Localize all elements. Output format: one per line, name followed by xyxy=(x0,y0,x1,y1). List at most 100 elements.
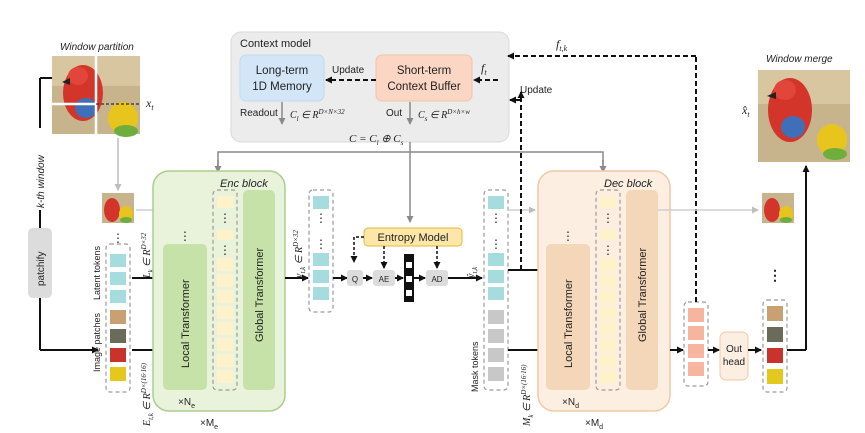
dec-global-label: Global Transformer xyxy=(637,248,649,342)
cs-main: C xyxy=(418,110,425,121)
xt-main: x xyxy=(145,96,152,110)
y-col-ellipsis-1: ⋮ xyxy=(315,211,327,225)
ae-label: AE xyxy=(379,275,390,284)
dec-local-transformer xyxy=(546,244,590,390)
mk-formula: Mk ∈ RD×(16·16) xyxy=(520,364,535,427)
ft-sub: t xyxy=(484,68,487,77)
short-term-label-1: Short-term xyxy=(397,65,451,77)
out-label: Out xyxy=(386,108,402,119)
dec-block-title: Dec block xyxy=(604,178,653,190)
c-eq-part1: C = C xyxy=(349,133,377,145)
mask-token xyxy=(488,348,504,362)
output-ellipsis: ⋮ xyxy=(768,267,782,283)
c-equation: C = Cl ⊕ Cs xyxy=(349,133,404,147)
window-merge-label: Window merge xyxy=(766,54,833,65)
reconstructed-crop-thumbnail xyxy=(762,193,794,223)
enc-output: ⋮ ⋮ yt,k ∈ RD×32 xyxy=(285,189,334,313)
dec-output: ft,k Out head ⋮ xyxy=(507,37,810,393)
dec-update-label: Update xyxy=(520,85,553,96)
kth-window-label: k-th window xyxy=(36,154,47,208)
latent-tokens-label: Latent tokens xyxy=(92,245,102,300)
latent-token xyxy=(110,272,126,285)
dec-local-ellipsis: ⋮ xyxy=(562,229,574,243)
yhat-formula: ŷt,k xyxy=(466,266,479,279)
dec-nd-label: ×Nd xyxy=(562,397,579,410)
enc-global-transformer xyxy=(243,190,275,390)
mask-tokens-label: Mask tokens xyxy=(470,341,480,392)
c-eq-sub1: l xyxy=(377,139,379,147)
etk-main: E xyxy=(142,420,153,427)
cl-space: ∈ R xyxy=(299,110,319,121)
etk-sub: t,k xyxy=(147,412,155,420)
window-partition-label: Window partition xyxy=(60,42,134,53)
etk-formula: Et,k ∈ RD×(16·16) xyxy=(140,362,155,427)
ytk-formula: yt,k ∈ RD×32 xyxy=(292,230,307,279)
image-patch xyxy=(110,348,126,362)
cs-sub: s xyxy=(425,115,428,123)
dec-global-transformer xyxy=(626,190,658,390)
update-label: Update xyxy=(332,65,365,76)
image-patches-label: Image patches xyxy=(92,312,102,372)
enc-local-transformer xyxy=(163,244,207,390)
ae-box xyxy=(373,270,395,286)
enc-col-ellipsis-1: ⋮ xyxy=(219,211,231,225)
ad-box xyxy=(426,270,448,286)
mask-token xyxy=(488,329,504,343)
etk-sup: D×(16·16) xyxy=(140,362,148,394)
enc-block: Enc block Local Transformer ⋮ ⋮ ⋮ Global… xyxy=(152,170,286,431)
enc-local-label: Local Transformer xyxy=(180,279,192,368)
input-token-column xyxy=(105,243,131,393)
latent-token xyxy=(110,254,126,267)
q-label: Q xyxy=(352,275,358,284)
right-output: Window merge x̂t xyxy=(741,54,850,162)
ft-main: f xyxy=(481,61,486,75)
long-term-label-2: 1D Memory xyxy=(252,81,312,93)
cl-sup: D×N×32 xyxy=(317,108,345,116)
enc-global-label: Global Transformer xyxy=(254,248,266,342)
cl-main: C xyxy=(290,110,297,121)
c-eq-sub2: s xyxy=(401,139,404,147)
lk-space: ∈ R xyxy=(142,250,153,270)
entropy-coding: Q AE AD Entropy Model ŷt,k xyxy=(333,227,483,302)
enc-ne-label: ×Ne xyxy=(178,397,195,410)
context-distribution xyxy=(214,142,607,223)
xt-label: xt xyxy=(145,96,154,112)
input-image xyxy=(52,56,140,137)
dec-in-ellipsis-2: ⋮ xyxy=(490,237,502,251)
patchify-label: patchify xyxy=(36,252,47,286)
out-head-label-1: Out xyxy=(726,344,742,355)
cl-formula: Cl ∈ RD×N×32 xyxy=(290,108,345,123)
output-image xyxy=(758,70,850,162)
dec-col-ellipsis-1: ⋮ xyxy=(602,211,614,225)
enc-local-ellipsis: ⋮ xyxy=(179,229,191,243)
enc-token-column xyxy=(212,189,238,391)
ft-label: ft xyxy=(481,61,487,77)
ftk-label: ft,k xyxy=(556,37,568,53)
cs-formula: Cs ∈ RD×h×w xyxy=(418,108,470,123)
left-input: Window partition xt k-th window patchify xyxy=(28,42,206,427)
y-token-column xyxy=(308,189,334,313)
lk-formula: Lk ∈ RD×32 xyxy=(140,232,155,279)
dec-input: ⋮ ⋮ Mask tokens Mk ∈ RD×(16·16) Update xyxy=(470,85,553,427)
xt-sub: t xyxy=(151,103,154,112)
dec-md-label: ×Md xyxy=(585,418,603,431)
xhat-label: x̂t xyxy=(741,103,750,119)
cs-sup: D×h×w xyxy=(446,108,470,116)
out-head-box xyxy=(719,331,749,381)
mask-token xyxy=(488,367,504,381)
readout-label: Readout xyxy=(240,108,278,119)
quantizer-box xyxy=(347,270,363,286)
entropy-model-label: Entropy Model xyxy=(378,232,449,244)
dec-in-ellipsis-1: ⋮ xyxy=(490,211,502,225)
latent-ellipsis: ⋮ xyxy=(112,231,124,245)
short-term-buffer-box xyxy=(375,54,473,102)
lk-main: L xyxy=(142,272,153,279)
dec-local-label: Local Transformer xyxy=(563,279,575,368)
image-patch xyxy=(110,329,126,343)
enc-me-label: ×Me xyxy=(200,418,218,431)
short-term-label-2: Context Buffer xyxy=(387,81,460,93)
output-patch-column xyxy=(762,299,788,393)
dec-token-column xyxy=(595,189,621,391)
